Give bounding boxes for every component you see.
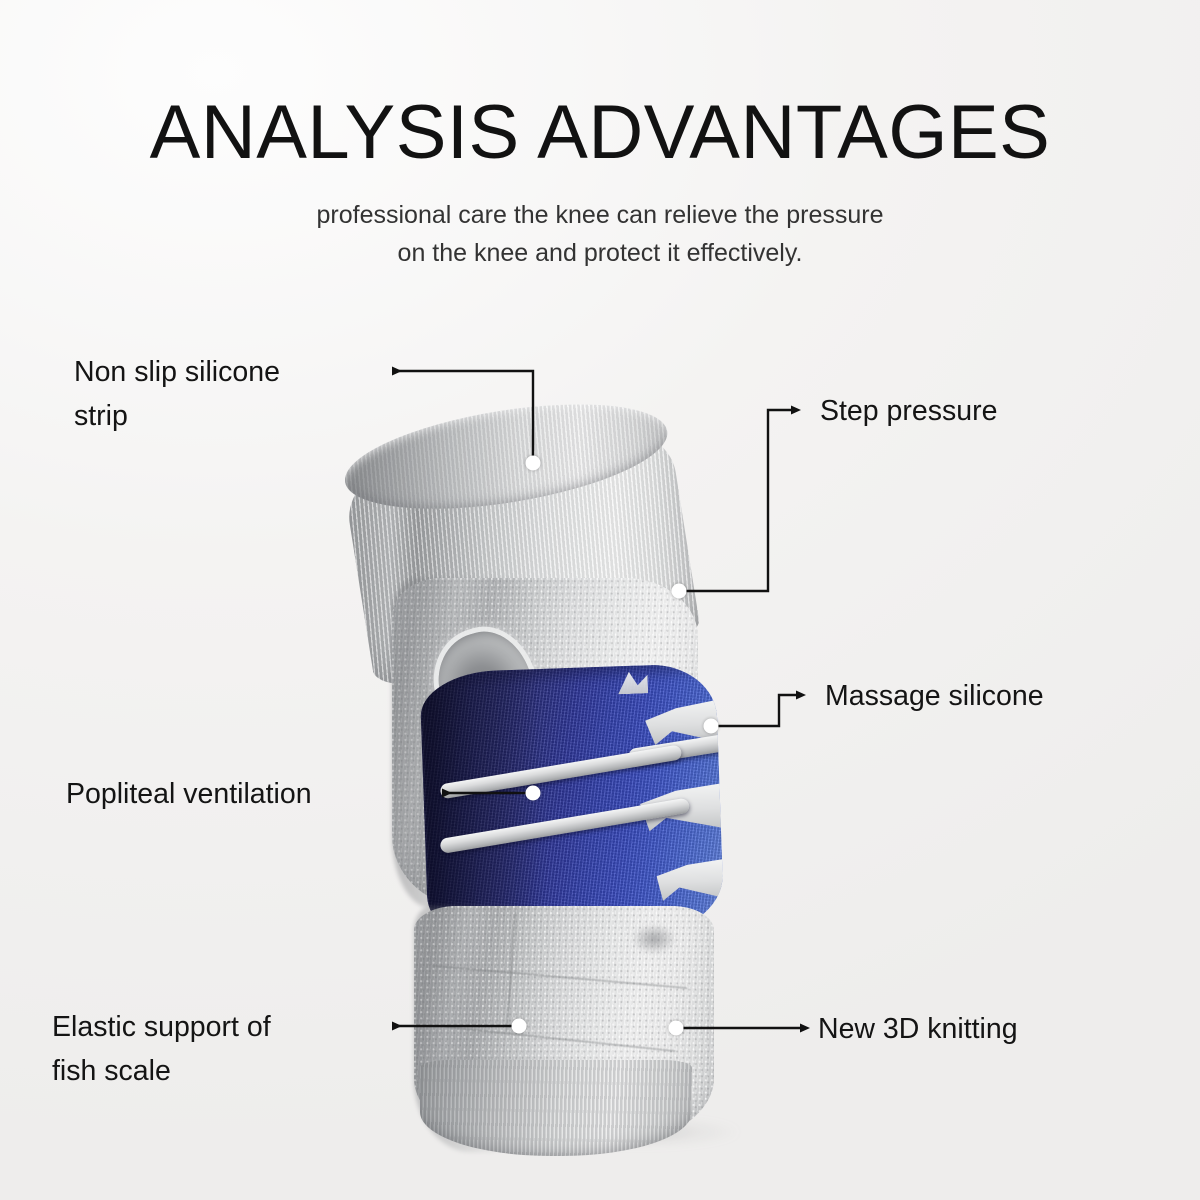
- callout-line-1: Popliteal ventilation: [66, 778, 312, 810]
- anchor-dot-elastic-support-fish-scale: [511, 1018, 527, 1034]
- page-subtitle: professional care the knee can relieve t…: [0, 196, 1200, 272]
- anchor-dot-step-pressure: [671, 583, 687, 599]
- hem-rib-texture: [420, 1060, 692, 1156]
- brace-blue-support-band: [419, 662, 725, 946]
- callout-label-non-slip-silicone-strip: Non slip silicone strip: [74, 350, 280, 438]
- callout-line-1: New 3D knitting: [818, 1013, 1018, 1045]
- callout-line-1: Massage silicone: [825, 680, 1044, 712]
- subtitle-line-1: professional care the knee can relieve t…: [316, 201, 884, 229]
- anchor-dot-new-3d-knitting: [668, 1020, 684, 1036]
- brace-bottom-hem: [420, 1060, 692, 1156]
- callout-label-popliteal-ventilation: Popliteal ventilation: [66, 772, 312, 816]
- callout-line-1: Non slip silicone: [74, 356, 280, 388]
- callout-label-step-pressure: Step pressure: [820, 389, 997, 433]
- callout-line-1: Step pressure: [820, 395, 998, 427]
- callout-label-new-3d-knitting: New 3D knitting: [818, 1007, 1018, 1051]
- blue-band-left-shadow: [419, 669, 549, 946]
- subtitle-line-2: on the knee and protect it effectively.: [397, 239, 803, 267]
- callout-label-elastic-support-fish-scale: Elastic support of fish scale: [52, 1005, 271, 1093]
- anchor-dot-massage-silicone: [703, 718, 719, 734]
- anchor-dot-popliteal-ventilation: [525, 785, 541, 801]
- anchor-dot-non-slip-silicone-strip: [525, 455, 541, 471]
- product-image-knee-brace: [336, 385, 832, 1170]
- callout-line-2: strip: [74, 400, 128, 432]
- callout-label-massage-silicone: Massage silicone: [825, 674, 1044, 718]
- lower-panel-dimple: [632, 924, 676, 954]
- callout-line-2: fish scale: [52, 1055, 171, 1087]
- callout-line-1: Elastic support of: [52, 1011, 271, 1043]
- page-title: ANALYSIS ADVANTAGES: [149, 90, 1051, 175]
